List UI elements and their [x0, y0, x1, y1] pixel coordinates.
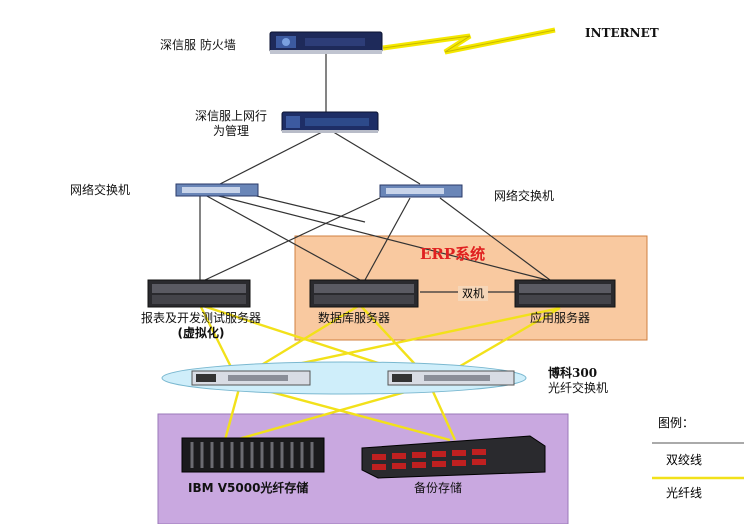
erp-system-title: ERP系统 — [420, 245, 486, 263]
behavior-mgmt-label-line2: 为管理 — [212, 124, 249, 138]
ibm-v5000-storage-icon — [181, 437, 325, 473]
ibm-storage-label: IBM V5000光纤存储 — [188, 481, 309, 495]
database-server-label: 数据库服务器 — [318, 311, 391, 325]
fc-switch-label: 博科300 光纤交换机 — [548, 366, 608, 396]
backup-storage-icon — [361, 435, 546, 479]
report-server-label: 报表及开发测试服务器 (虚拟化) — [126, 311, 276, 341]
application-server-icon — [514, 279, 616, 308]
fc-switch-zone — [161, 361, 527, 395]
report-server-label-line2: (虚拟化) — [177, 326, 225, 340]
dual-machine-label: 双机 — [458, 286, 488, 301]
legend-twisted-pair: 双绞线 — [666, 453, 703, 467]
switch-left-label: 网络交换机 — [70, 183, 131, 197]
legend-fiber: 光纤线 — [666, 486, 703, 500]
report-server-label-line1: 报表及开发测试服务器 — [140, 311, 261, 325]
behavior-mgmt-label-line1: 深信服上网行 — [194, 109, 267, 123]
network-switch-left-icon — [175, 183, 259, 197]
database-server-icon — [309, 279, 419, 308]
fc-switch-label-line1: 博科300 — [548, 366, 598, 380]
firewall-label: 深信服 防火墙 — [160, 38, 236, 52]
fc-switch-left-icon — [191, 370, 311, 386]
fc-switch-right-icon — [387, 370, 515, 386]
internet-label: INTERNET — [585, 26, 659, 40]
network-switch-right-icon — [379, 184, 463, 198]
firewall-device-icon — [269, 31, 383, 54]
fc-switch-label-line2: 光纤交换机 — [548, 381, 609, 395]
switch-right-label: 网络交换机 — [494, 189, 555, 203]
legend-title: 图例： — [658, 416, 695, 430]
backup-storage-label: 备份存储 — [414, 481, 463, 495]
legend: 图例： 双绞线 光纤线 — [652, 414, 744, 524]
behavior-management-device-icon — [281, 111, 379, 133]
application-server-label: 应用服务器 — [530, 311, 591, 325]
ethernet-links — [199, 50, 556, 293]
report-server-icon — [147, 279, 251, 308]
internet-lightning-icon — [382, 27, 556, 55]
behavior-mgmt-label: 深信服上网行 为管理 — [186, 109, 276, 139]
